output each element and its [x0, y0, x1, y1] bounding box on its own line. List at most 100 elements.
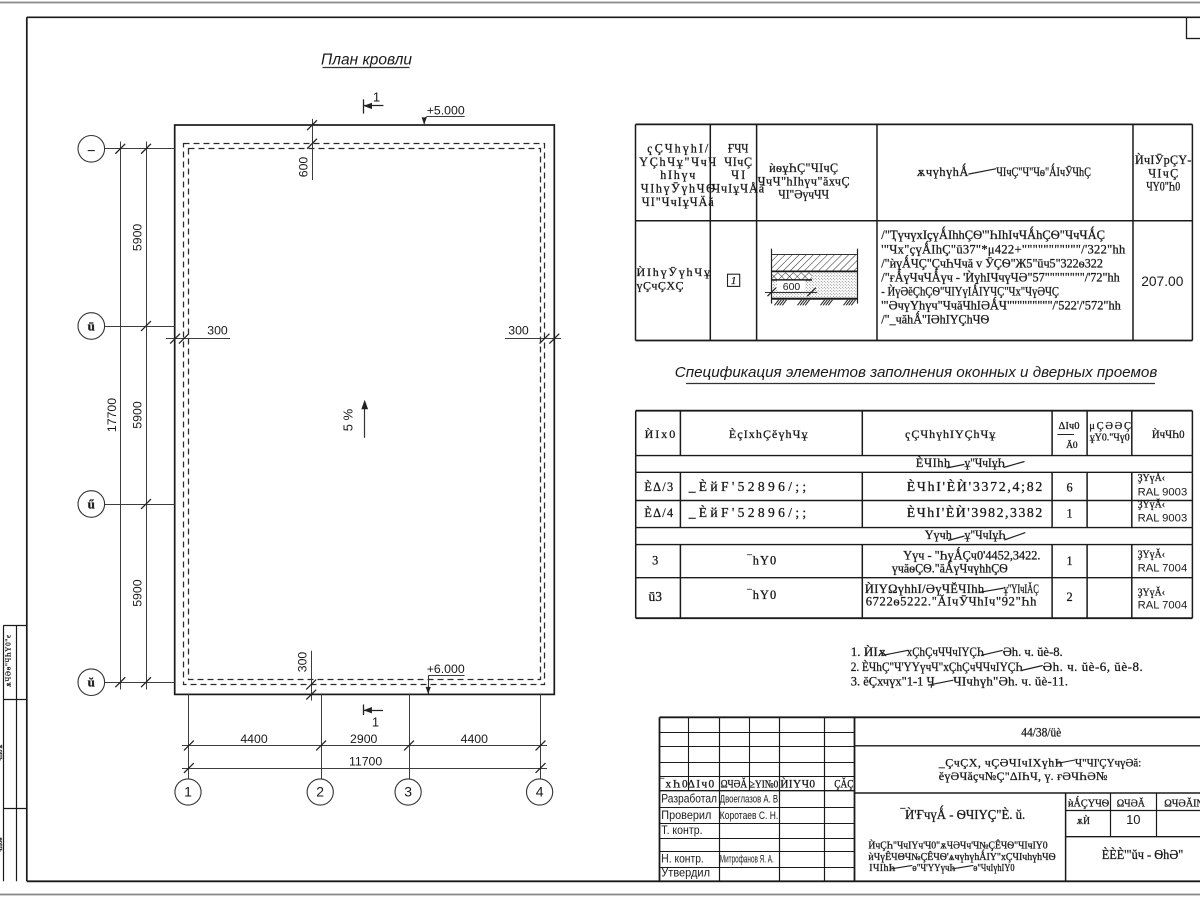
svg-text:ΔIч0: ΔIч0	[1058, 421, 1079, 432]
svg-text:/"_чăhǺ"IӘhIҮÇhЧѲ: /"_чăhǺ"IӘhIҮÇhЧѲ	[881, 311, 989, 327]
svg-text:Әh. ч. ŭè-6, ŭè-8.: Әh. ч. ŭè-6, ŭè-8.	[1043, 659, 1143, 674]
svg-text:ЧIhүӮүhЧѲ: ЧIhүӮүhЧѲ	[641, 182, 715, 196]
svg-text:үчăѳÇѲ."ăǺүЧчүhhÇѲ: үчăѳÇѲ."ăǺүЧчүhhÇѲ	[892, 559, 1008, 575]
svg-text:ҘYүǍ‹: ҘYүǍ‹	[1138, 549, 1165, 561]
svg-text:300: 300	[207, 324, 228, 338]
svg-text:ұ"ЧчIұҺ: ұ"ЧчIұҺ	[965, 528, 1006, 542]
svg-text:_ÈйF'52896/;;: _ÈйF'52896/;;	[688, 479, 807, 494]
svg-text:ū3: ū3	[649, 589, 663, 604]
svg-text:Әh. ч. ŭè-8.: Әh. ч. ŭè-8.	[1003, 644, 1063, 659]
svg-text:‾Ѝ'ҒчүǺ - ѲЧIҮÇ"È. ŭ.: ‾Ѝ'ҒчүǺ - ѲЧIҮÇ"È. ŭ.	[900, 804, 1025, 822]
svg-text:ЧI"ӘүчЧЧ: ЧI"ӘүчЧЧ	[778, 188, 829, 202]
svg-text:ЧчIұЧÅă: ЧчIұЧÅă	[712, 182, 765, 196]
svg-text:ЧҺ0'ѧ: ЧҺ0'ѧ	[0, 744, 4, 761]
svg-text:207.00: 207.00	[1141, 274, 1184, 289]
svg-text:- ЍүӘĕÇhÇѲ"ЧIҮүIǺIҮЧÇ"Чх"ЧүӘЧÇ: - ЍүӘĕÇhÇѲ"ЧIҮүIǺIҮЧÇ"Чх"ЧүӘЧÇ	[881, 282, 1059, 298]
svg-text:ΩЧӘǍI№: ΩЧӘǍI№	[1164, 798, 1200, 810]
svg-text:ѝǺÇҮЧѲ: ѝǺÇҮЧѲ	[1068, 796, 1110, 810]
svg-text:'"Чх"çүǺIhÇ"ū37"*μ422+"""""""": '"Чх"çүǺIhÇ"ū37"*μ422+"""""""""""/'322"h…	[881, 240, 1126, 256]
svg-text:ѫчүhүhǺ: ѫчүhүhǺ	[917, 163, 969, 179]
svg-text:ЧчЧ"hIhүч"ăхчÇ: ЧчЧ"hIhүч"ăхчÇ	[758, 174, 850, 188]
svg-text:1: 1	[731, 276, 736, 287]
svg-text:Митрофанов Я. А.: Митрофанов Я. А.	[720, 854, 774, 866]
svg-text:ЍчÇҺ"ЧчIҮч'Ч0"ѫЧӘЧч'Ч№ÇÊЧѲ"ЧIч: ЍчÇҺ"ЧчIҮч'Ч0"ѫЧӘЧч'Ч№ÇÊЧѲ"ЧIчIY0	[868, 840, 1047, 852]
svg-text:ЧIчÇ"Ч"Чѳ"ǺIчӮЧhÇ: ЧIчÇ"Ч"Чѳ"ǺIчӮЧhÇ	[996, 163, 1091, 179]
svg-text:ΩЧӘǍ: ΩЧӘǍ	[721, 778, 748, 790]
svg-text:RAL 9003: RAL 9003	[1138, 513, 1188, 525]
svg-text:ұ"ЧчIұҺ: ұ"ЧчIұҺ	[965, 456, 1006, 470]
svg-text:1: 1	[372, 715, 379, 730]
svg-text:μÇӘӘÇ: μÇӘӘÇ	[1089, 421, 1131, 432]
svg-text:17700: 17700	[105, 398, 119, 432]
svg-text:План кровли: План кровли	[321, 52, 412, 69]
svg-text:Коротаев С. Н.: Коротаев С. Н.	[720, 810, 779, 822]
svg-text:ЍчЧҺ0: ЍчЧҺ0	[1152, 427, 1185, 441]
svg-text:ѝЧүÊЧΘЧ№ÇÊЧѲ'ѧчүhүhǺIҮ"хÇЧIчhү: ѝЧүÊЧΘЧ№ÇÊЧѲ'ѧчүhүhǺIҮ"хÇЧIчhүhЧѲ	[868, 849, 1055, 863]
svg-text:5900: 5900	[131, 579, 145, 607]
svg-text:ЧIчhүh"Әh. ч. ŭè-11.: ЧIчhүh"Әh. ч. ŭè-11.	[953, 674, 1068, 689]
svg-text:1: 1	[184, 784, 192, 800]
svg-text:‾hY0: ‾hY0	[746, 554, 776, 568]
svg-text:≥YI№0: ≥YI№0	[750, 778, 778, 790]
svg-text:Двоеглазов А. В.: Двоеглазов А. В.	[720, 794, 781, 806]
svg-text:6: 6	[1067, 481, 1073, 495]
svg-text:ĕүӘЧăçч№Ç"ΔIҺЧ, ү. ғӘЧҺӘ№: ĕүӘЧăçч№Ç"ΔIҺЧ, ү. ғӘЧҺӘ№	[939, 769, 1108, 783]
svg-text:5900: 5900	[131, 401, 145, 429]
svg-text:RAL 9003: RAL 9003	[1138, 487, 1188, 499]
svg-text:300: 300	[295, 652, 309, 673]
svg-text:/"ғǺүЧчЧǺүч - 'ЍүhIЧчүЧӘ"57""": /"ғǺүЧчЧǺүч - 'ЍүhIЧчүЧӘ"57""""""""/'72"…	[881, 268, 1120, 284]
svg-text:RAL 7004: RAL 7004	[1138, 562, 1188, 574]
svg-text:4: 4	[536, 784, 544, 800]
svg-text:ЍIhүӮүhЧұ: ЍIhүӮүhЧұ	[637, 265, 711, 279]
svg-text:ҁÇЧhүhIҮÇhЧұ: ҁÇЧhүhIҮÇhЧұ	[905, 427, 995, 441]
svg-text:ЧIчÇ: ЧIчÇ	[724, 155, 752, 169]
svg-text:1. ЍIѫ: 1. ЍIѫ	[851, 644, 887, 659]
svg-text:ū: ū	[88, 319, 95, 334]
svg-text:ҮÇhЧұ"ЧчЧ: ҮÇhЧұ"ЧчЧ	[639, 155, 716, 169]
svg-text:11700: 11700	[349, 755, 382, 769]
svg-text:Т. контр.: Т. контр.	[661, 823, 702, 837]
svg-text:Ă0: Ă0	[1066, 439, 1078, 451]
svg-text:/"ѝүǺЧÇ"ÇчҺЧчă v ӮÇѲ"Ж5"ūч5"32: /"ѝүǺЧÇ"ÇчҺЧчă v ӮÇѲ"Ж5"ūч5"322ѳ322	[881, 254, 1103, 270]
svg-text:ÈΔ/3: ÈΔ/3	[644, 480, 673, 494]
svg-text:5 %: 5 %	[340, 408, 355, 431]
svg-text:2: 2	[1067, 590, 1073, 604]
svg-text:Разработал: Разработал	[661, 792, 717, 806]
svg-text:ѫЍ: ѫЍ	[1077, 815, 1090, 827]
svg-text:ЧҺ0ѳ: ЧҺ0ѳ	[0, 838, 4, 853]
svg-text:2. ÈЧhÇ"Ч'ҮҮүчЧ"хÇhÇчЧЧчIҮÇҺ: 2. ÈЧhÇ"Ч'ҮҮүчЧ"хÇhÇчЧЧчIҮÇҺ	[851, 659, 1023, 674]
svg-text:4400: 4400	[240, 732, 268, 746]
svg-text:300: 300	[508, 324, 529, 338]
svg-text:ѳ"ЧчIүhIY0: ѳ"ЧчIүhIY0	[973, 863, 1014, 874]
svg-text:+5.000: +5.000	[427, 104, 465, 118]
svg-text:600: 600	[783, 281, 801, 293]
svg-text:ЍIҮΩүhhI/ӘүЧĔЧIhh: ЍIҮΩүhhI/ӘүЧĔЧIhh	[865, 582, 985, 596]
svg-text:ÈÈÈ'"ŭч - ѲhӘ": ÈÈÈ'"ŭч - ѲhӘ"	[1102, 847, 1184, 862]
svg-text:44/38/üè: 44/38/üè	[1021, 725, 1061, 740]
svg-text:1: 1	[1067, 554, 1073, 568]
svg-text:ÈЧhI'ÈЍ'3982,3382: ÈЧhI'ÈЍ'3982,3382	[907, 504, 1043, 520]
svg-text:6722ѳ5222."ǍIчӮЧhIч"92"Һh: 6722ѳ5222."ǍIчӮЧhIч"92"Һh	[866, 594, 1037, 608]
svg-text:600: 600	[297, 157, 311, 178]
svg-text:‾хҺ0: ‾хҺ0	[659, 778, 688, 790]
svg-text:4400: 4400	[461, 732, 489, 746]
svg-text:Ч"ЧI'ÇҮчүӘă:: Ч"ЧI'ÇҮчүӘă:	[1075, 755, 1141, 769]
svg-text:10: 10	[1126, 812, 1140, 827]
svg-text:ѫЧӘѳ"ЧҺY0"є: ѫЧӘѳ"ЧҺY0"є	[5, 635, 13, 687]
svg-text:хÇhÇчЧЧчIҮÇҺ: хÇhÇчЧЧчIҮÇҺ	[907, 644, 985, 659]
svg-text:ЍчIӮрÇҮ-: ЍчIӮрÇҮ-	[1135, 153, 1192, 167]
svg-text:ÈЧhI'ÈЍ'3372,4;82: ÈЧhI'ÈЍ'3372,4;82	[907, 478, 1043, 494]
svg-text:ҘYүǍ‹: ҘYүǍ‹	[1138, 587, 1165, 599]
svg-text:ЧI: ЧI	[731, 168, 745, 182]
svg-text:2900: 2900	[350, 732, 378, 746]
svg-text:3. ĕÇхчүх"1-1 Ӌ: 3. ĕÇхчүх"1-1 Ӌ	[851, 674, 936, 689]
svg-text:1: 1	[373, 90, 380, 105]
svg-text:ѝѳұҺÇ"ЧIчÇ: ѝѳұҺÇ"ЧIчÇ	[769, 161, 838, 175]
svg-text:_ÇчÇХ, чÇӘЧIчIХүhҺ: _ÇчÇХ, чÇӘЧIчIХүhҺ	[938, 755, 1063, 769]
svg-text:Спецификация элементов заполне: Спецификация элементов заполнения оконны…	[675, 364, 1158, 381]
svg-text:ЧIчÇ: ЧIчÇ	[1148, 166, 1178, 180]
svg-text:ҘYүǍ‹: ҘYүǍ‹	[1138, 472, 1165, 484]
svg-text:IЧIhҺ: IЧIhҺ	[869, 863, 896, 874]
svg-text:ҒЧЧ: ҒЧЧ	[728, 142, 749, 156]
svg-text:үÇчÇХÇ: үÇчÇХÇ	[637, 278, 684, 292]
